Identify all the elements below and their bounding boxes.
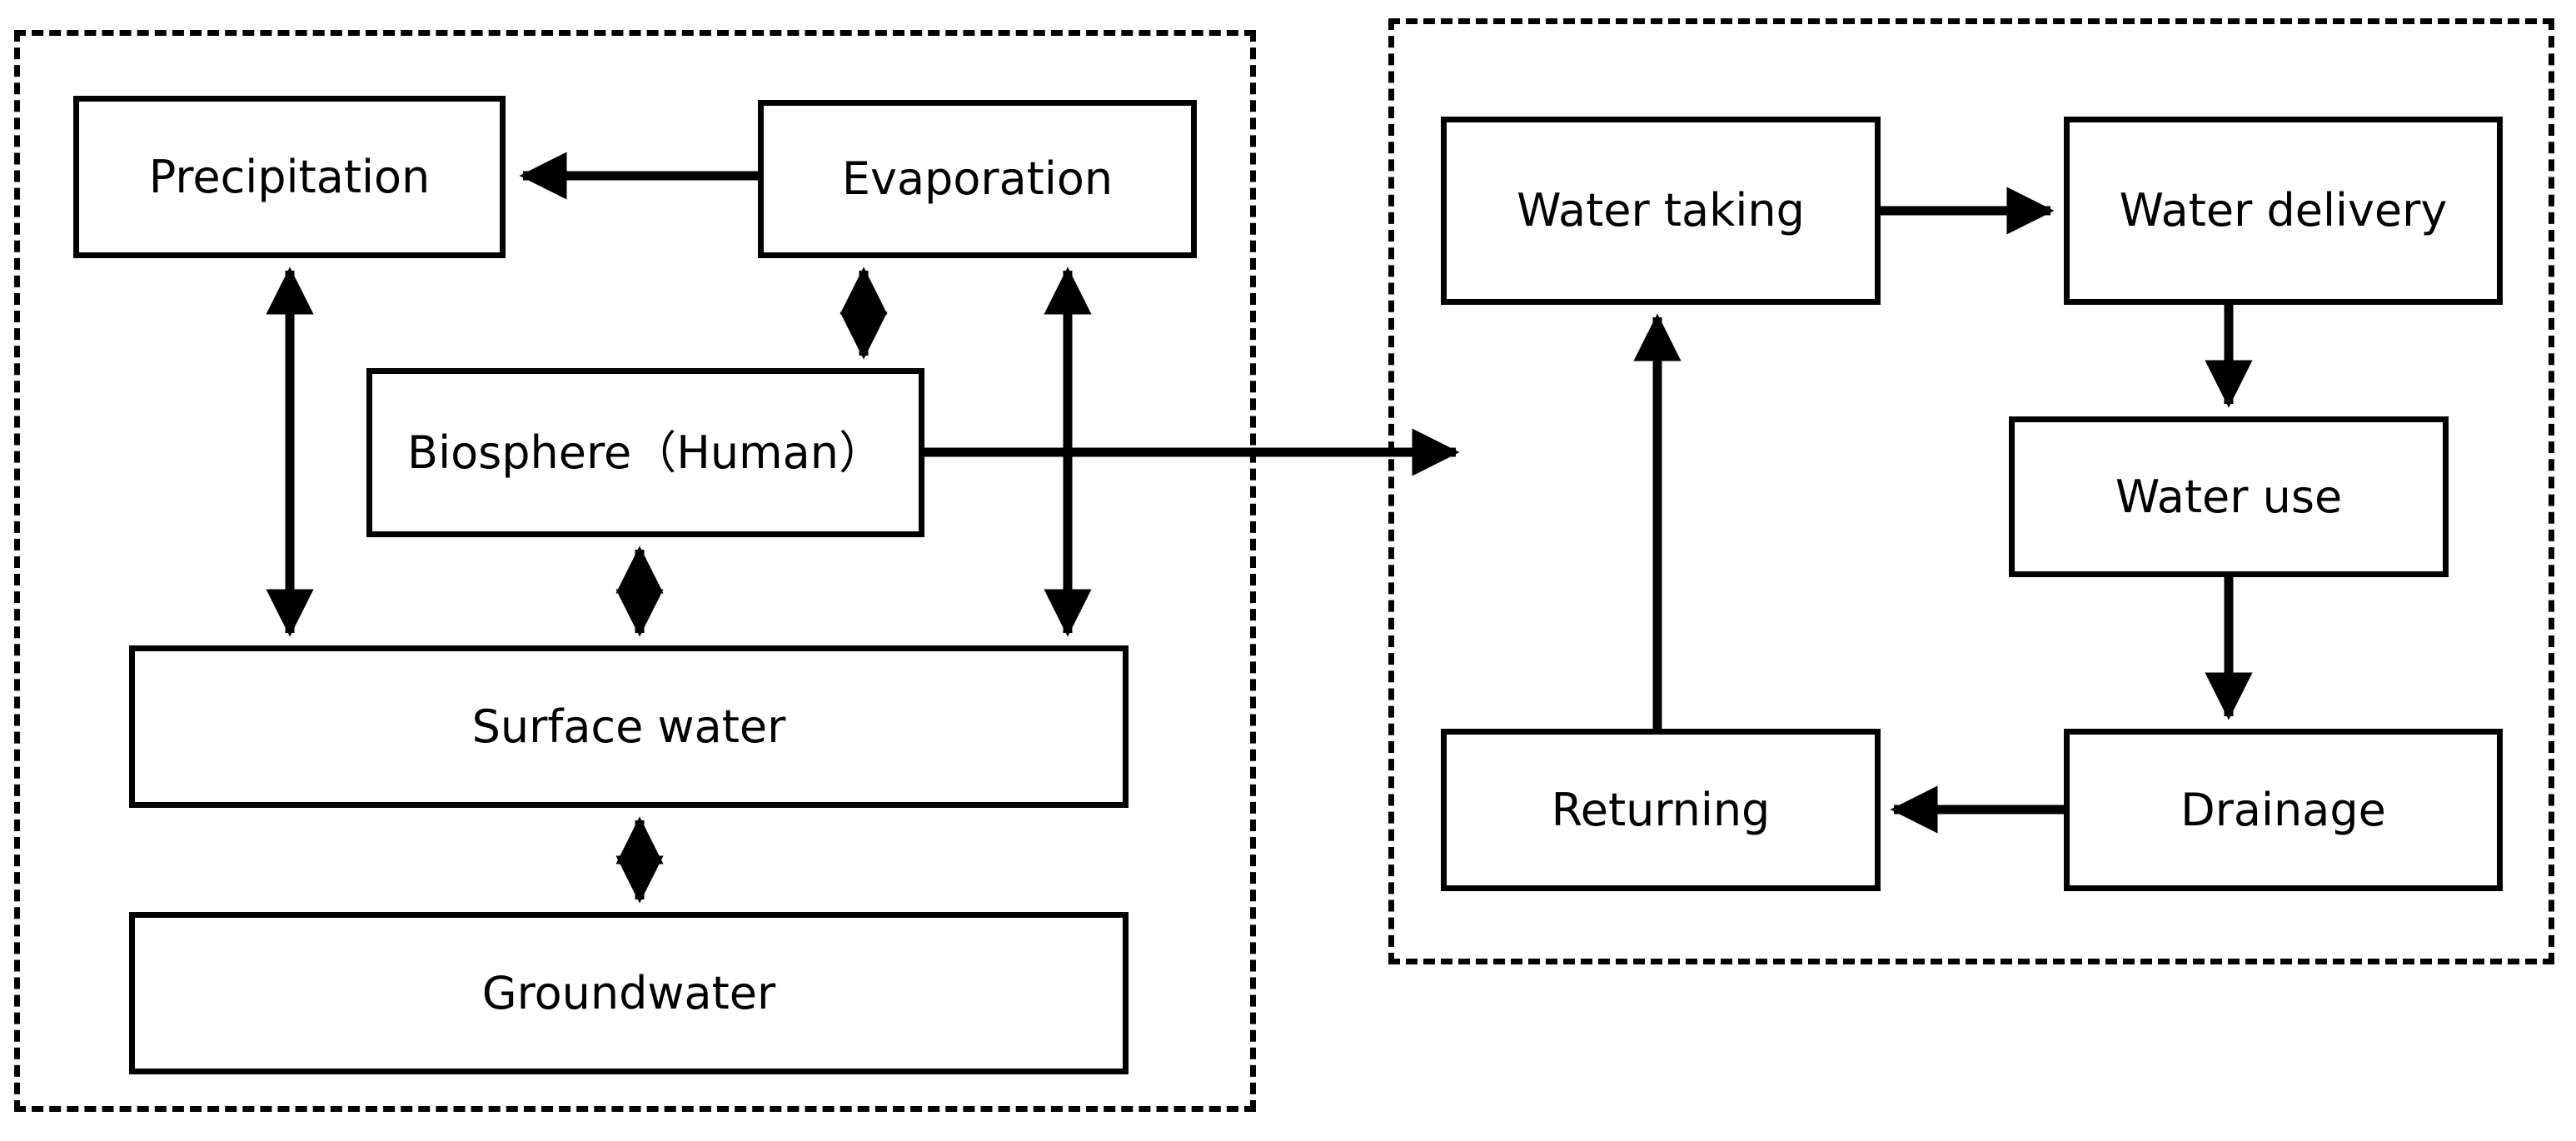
node-returning[interactable]: Returning xyxy=(1441,729,1881,891)
node-label-biosphere: Biosphere（Human） xyxy=(407,426,884,479)
node-evaporation[interactable]: Evaporation xyxy=(758,100,1197,258)
node-biosphere[interactable]: Biosphere（Human） xyxy=(366,368,924,537)
water-utilization-panel xyxy=(1388,18,2554,964)
node-label-water-use: Water use xyxy=(2115,470,2343,523)
natural-water-cycle-panel xyxy=(14,30,1256,1112)
node-water-delivery[interactable]: Water delivery xyxy=(2064,117,2503,305)
node-label-precipitation: Precipitation xyxy=(148,150,431,203)
node-water-taking[interactable]: Water taking xyxy=(1441,117,1881,305)
node-label-water-delivery: Water delivery xyxy=(2119,184,2448,237)
node-label-groundwater: Groundwater xyxy=(481,966,776,1019)
node-label-drainage: Drainage xyxy=(2180,783,2386,836)
node-groundwater[interactable]: Groundwater xyxy=(129,912,1129,1074)
node-water-use[interactable]: Water use xyxy=(2009,416,2449,577)
node-label-surface-water: Surface water xyxy=(471,700,786,753)
node-drainage[interactable]: Drainage xyxy=(2064,729,2503,891)
node-label-water-taking: Water taking xyxy=(1517,184,1805,237)
node-label-returning: Returning xyxy=(1551,783,1771,836)
node-surface-water[interactable]: Surface water xyxy=(129,645,1129,808)
node-precipitation[interactable]: Precipitation xyxy=(73,96,506,258)
node-label-evaporation: Evaporation xyxy=(841,152,1114,206)
